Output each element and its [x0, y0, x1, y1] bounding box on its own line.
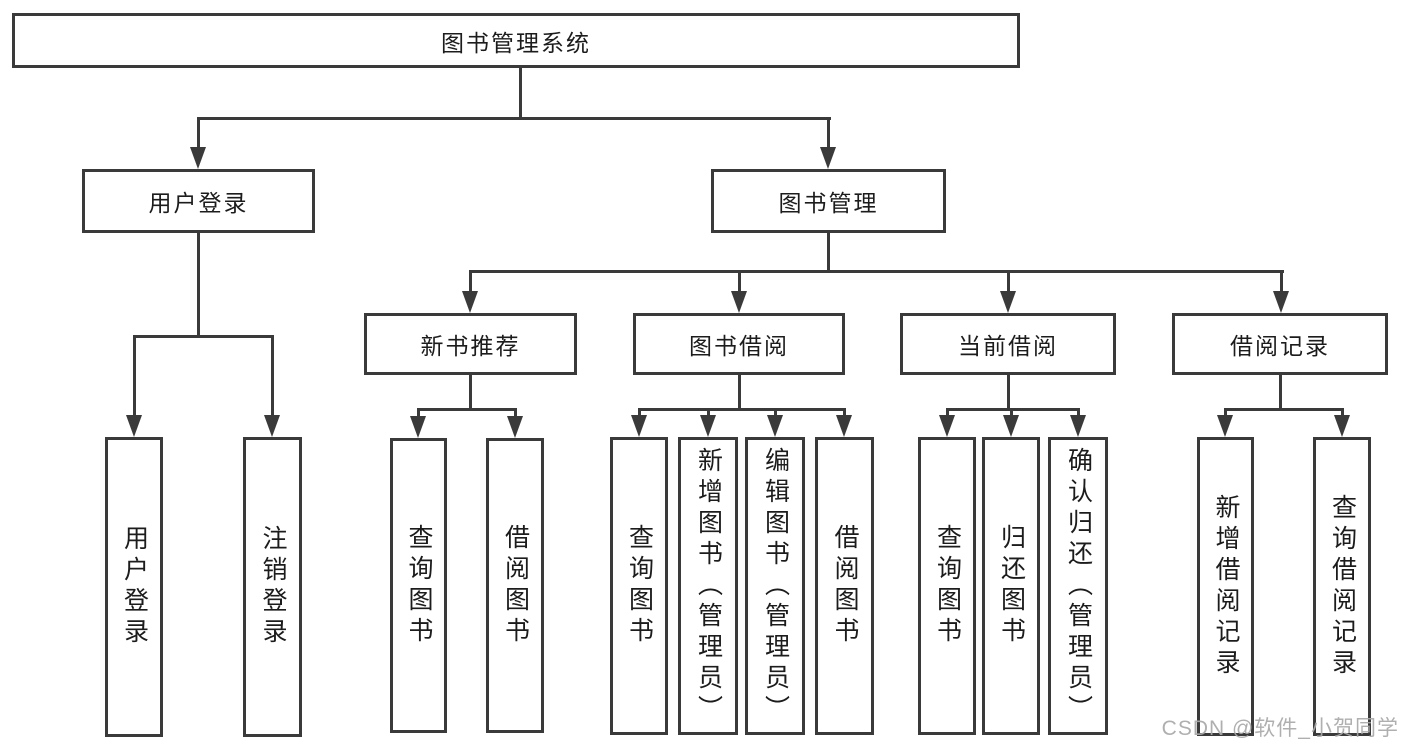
connector-line [1279, 375, 1282, 409]
leaf-recommend-borrow-books: 借阅图书 [486, 438, 544, 733]
leaf-borrow-edit-books-admin: 编辑图书（管理员） [745, 437, 805, 735]
leaf-user-login: 用户登录 [105, 437, 163, 737]
leaf-logout: 注销登录 [243, 437, 302, 737]
node-new-book-recommend: 新书推荐 [364, 313, 577, 375]
connector-line [417, 408, 517, 411]
leaf-borrow-add-books-admin: 新增图书（管理员） [678, 437, 738, 735]
arrow-down-icon [1003, 415, 1019, 437]
node-borrow-records: 借阅记录 [1172, 313, 1388, 375]
connector-line [197, 117, 200, 147]
leaf-current-query-books: 查询图书 [918, 437, 976, 735]
arrow-down-icon [767, 415, 783, 437]
connector-line [827, 117, 830, 147]
connector-line [1280, 270, 1283, 291]
arrow-down-icon [462, 291, 478, 313]
connector-line [738, 375, 741, 409]
connector-line [843, 408, 846, 415]
arrow-down-icon [820, 147, 836, 169]
connector-line [469, 270, 472, 291]
arrow-down-icon [1070, 415, 1086, 437]
connector-line [1007, 375, 1010, 409]
connector-line [519, 66, 522, 118]
leaf-records-add-record: 新增借阅记录 [1197, 437, 1254, 736]
arrow-down-icon [631, 415, 647, 437]
leaf-borrow-query-books: 查询图书 [610, 437, 668, 735]
arrow-down-icon [264, 415, 280, 437]
connector-line [827, 233, 830, 273]
connector-line [946, 408, 949, 415]
arrow-down-icon [1000, 291, 1016, 313]
connector-line [1010, 408, 1013, 415]
arrow-down-icon [1273, 291, 1289, 313]
connector-line [946, 408, 1080, 411]
arrow-down-icon [731, 291, 747, 313]
arrow-down-icon [507, 416, 523, 438]
connector-line [1341, 408, 1344, 415]
node-book-borrow: 图书借阅 [633, 313, 845, 375]
arrow-down-icon [836, 415, 852, 437]
connector-line [197, 117, 831, 120]
arrow-down-icon [190, 147, 206, 169]
leaf-borrow-borrow-books: 借阅图书 [815, 437, 874, 735]
connector-line [1224, 408, 1227, 415]
connector-line [638, 408, 641, 415]
leaf-recommend-query-books: 查询图书 [390, 438, 447, 733]
node-book-management: 图书管理 [711, 169, 946, 233]
connector-line [469, 375, 472, 409]
connector-line [707, 408, 710, 415]
node-current-borrow: 当前借阅 [900, 313, 1116, 375]
arrow-down-icon [1334, 415, 1350, 437]
connector-line [469, 270, 1284, 273]
connector-line [738, 270, 741, 291]
arrow-down-icon [700, 415, 716, 437]
leaf-current-return-books: 归还图书 [982, 437, 1040, 735]
connector-line [514, 408, 517, 416]
connector-line [1077, 408, 1080, 415]
leaf-records-query-record: 查询借阅记录 [1313, 437, 1371, 736]
connector-line [638, 408, 846, 411]
arrow-down-icon [1217, 415, 1233, 437]
connector-line [133, 335, 274, 338]
arrow-down-icon [410, 416, 426, 438]
arrow-down-icon [939, 415, 955, 437]
connector-line [1224, 408, 1344, 411]
connector-line [133, 335, 136, 415]
node-user-login: 用户登录 [82, 169, 315, 233]
connector-line [197, 233, 200, 336]
arrow-down-icon [126, 415, 142, 437]
connector-line [417, 408, 420, 416]
leaf-current-confirm-return-admin: 确认归还（管理员） [1048, 437, 1108, 735]
node-root: 图书管理系统 [12, 13, 1020, 68]
connector-line [774, 408, 777, 415]
connector-line [271, 335, 274, 415]
connector-line [1007, 270, 1010, 291]
watermark: CSDN @软件_小贺同学 [1161, 717, 1399, 740]
